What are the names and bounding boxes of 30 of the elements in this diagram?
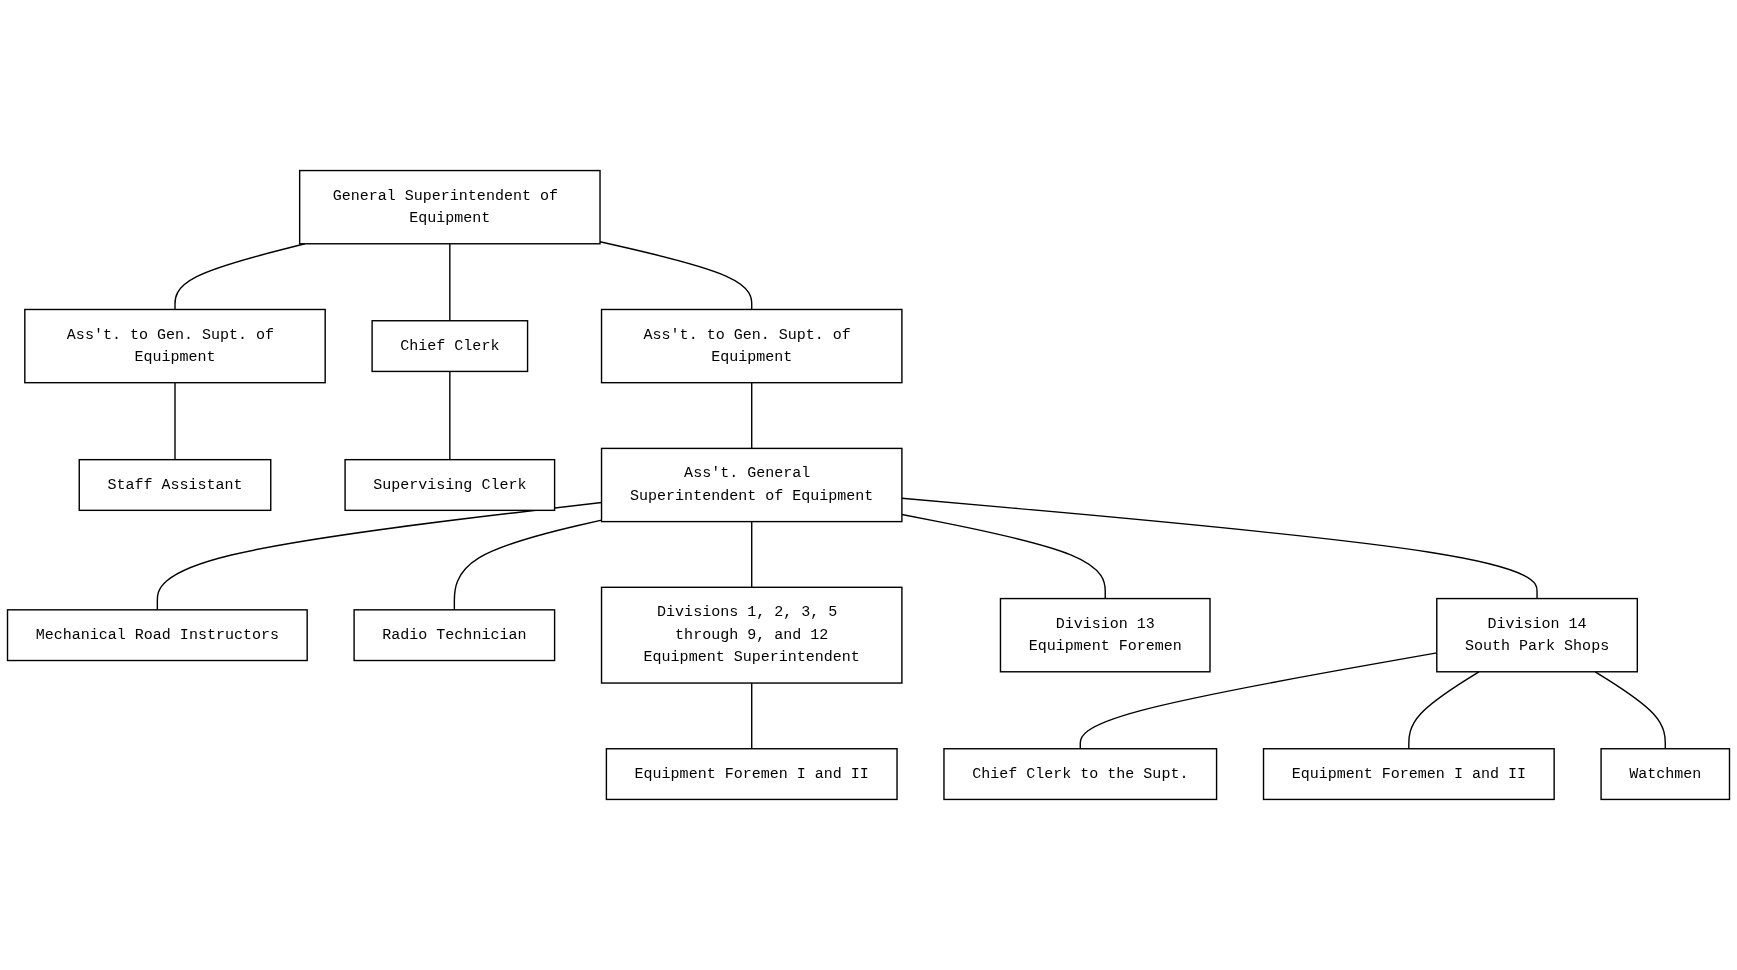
connector (751, 520, 753, 588)
node-box: Mechanical Road Instructors (6, 609, 308, 662)
connector (449, 243, 451, 322)
connector (751, 382, 753, 450)
connector (174, 243, 306, 311)
connector (901, 497, 1538, 600)
connector (1594, 671, 1666, 750)
node-box: Division 14 South Park Shops (1436, 597, 1638, 673)
node-box: Supervising Clerk (344, 458, 556, 512)
node-box: Watchmen (1600, 748, 1731, 801)
node-box: General Superintendent of Equipment (298, 169, 601, 245)
connector (174, 382, 176, 461)
node-box: Staff Assistant (78, 458, 272, 512)
node-box: Chief Clerk (371, 320, 529, 373)
connector (599, 241, 753, 311)
connector (156, 501, 603, 611)
connector (751, 682, 753, 750)
node-box: Ass't. General Superintendent of Equipment (600, 447, 903, 523)
connector (901, 513, 1106, 600)
connector (1408, 671, 1480, 750)
connector (449, 370, 451, 461)
node-box: Equipment Foremen I and II (605, 748, 898, 801)
node-box: Radio Technician (353, 609, 556, 662)
node-box: Division 13 Equipment Foremen (999, 597, 1211, 673)
node-box: Ass't. to Gen. Supt. of Equipment (600, 308, 903, 384)
node-box: Equipment Foremen I and II (1262, 748, 1555, 801)
connector (453, 519, 603, 611)
node-box: Chief Clerk to the Supt. (943, 748, 1218, 801)
node-box: Divisions 1, 2, 3, 5 through 9, and 12 Equipment Superintendent (600, 586, 903, 684)
node-box: Ass't. to Gen. Supt. of Equipment (24, 308, 326, 384)
